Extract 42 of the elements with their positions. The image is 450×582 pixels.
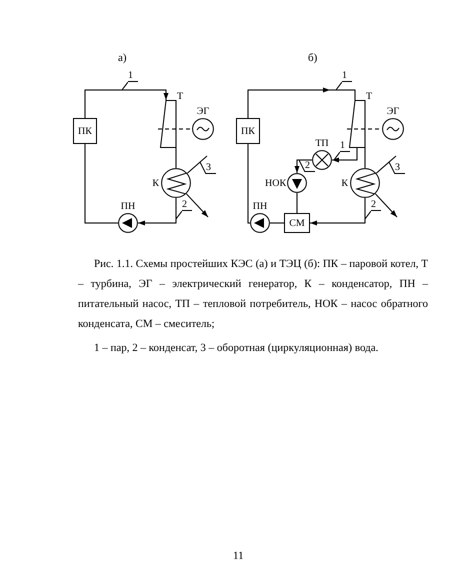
pipe-line: [186, 156, 208, 174]
edge-label: 3: [200, 162, 216, 174]
symbol-label: ПН: [252, 201, 268, 212]
pipe-line: [270, 222, 284, 224]
pipe-line: [364, 148, 366, 168]
symbol-label: К: [341, 178, 348, 188]
edge-label: 2: [176, 199, 192, 219]
mixer-box: СМ: [284, 213, 310, 233]
page-number: 11: [233, 549, 244, 564]
symbol-label: ТП: [315, 138, 329, 149]
edge-label: 1: [334, 140, 350, 160]
symbol-label: ЭГ: [386, 106, 400, 117]
arrow: [138, 198, 176, 226]
edge-label: 1: [122, 70, 138, 90]
shaft-line: [158, 128, 192, 130]
symbol-label: НОК: [265, 178, 286, 188]
arrow: [294, 160, 312, 174]
symbol-label: ЭГ: [196, 106, 210, 117]
subfigure-label: а): [118, 51, 127, 66]
pipe-line: [296, 192, 298, 214]
edge-label: 2: [299, 160, 315, 172]
boiler-box: ПК: [73, 118, 97, 144]
pipe-line: [248, 144, 250, 224]
pipe-line: [84, 144, 118, 224]
edge-label: 3: [389, 162, 405, 174]
arrow: [332, 148, 358, 162]
caption: Рис. 1.1. Схемы простейших КЭС (а) и ТЭЦ (б): ПК – паровой котел, Т – турбина, ЭГ – электрический генератор, К – конденсатор, ПН – питательный насос, ТП – тепловой потребитель, НОК – насос обратного конденсата, СМ – смеситель;: [78, 257, 428, 332]
caption-note: 1 – пар, 2 – конденсат, 3 – оборотная (циркуляционная) вода.: [94, 341, 378, 356]
arrow: [186, 193, 208, 218]
subfigure-label: б): [308, 51, 318, 66]
edge-label: 2: [365, 199, 381, 219]
edge-label: 1: [336, 70, 352, 90]
symbol-label: Т: [366, 91, 372, 102]
symbol-label: ПН: [120, 201, 136, 212]
arrow: [84, 90, 168, 118]
symbol-label: Т: [177, 91, 184, 102]
arrow: [374, 193, 398, 218]
arrow: [310, 198, 366, 226]
symbol-label: К: [152, 178, 159, 188]
pipe-line: [376, 156, 396, 174]
arrow: [248, 88, 356, 118]
boiler-box: ПК: [236, 118, 260, 144]
